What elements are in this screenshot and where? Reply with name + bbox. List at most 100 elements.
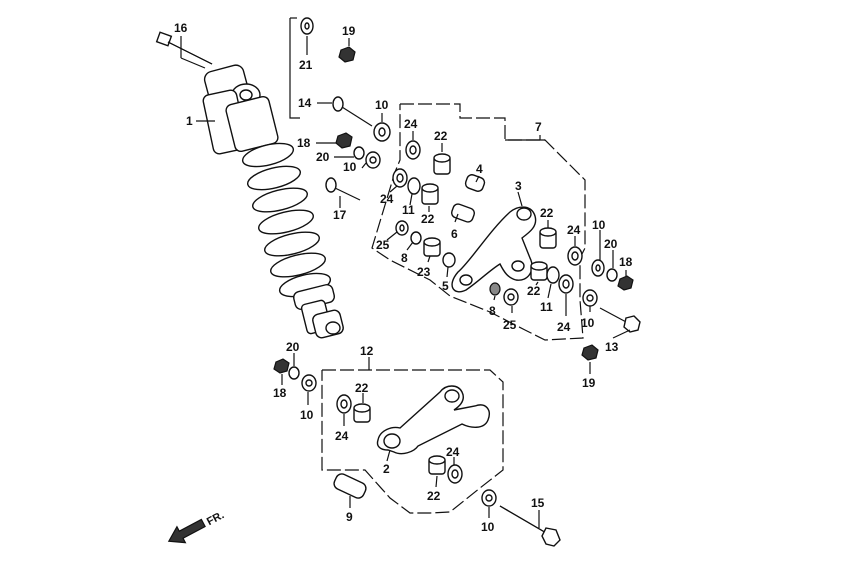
shock-top-mount xyxy=(202,64,279,155)
washer-10-lower-left xyxy=(301,374,317,392)
callout-24: 24 xyxy=(567,223,581,237)
seal-20-upper xyxy=(353,146,365,160)
callout-8: 8 xyxy=(401,251,408,265)
callout-18: 18 xyxy=(273,386,287,400)
assembly-12-outline xyxy=(321,369,504,514)
nut-5 xyxy=(442,252,456,268)
washer-10-mid xyxy=(365,151,381,169)
callout-22: 22 xyxy=(434,129,448,143)
callout-1: 1 xyxy=(186,114,193,128)
nut-19-top xyxy=(338,46,356,63)
pivot-pin-4 xyxy=(464,174,486,192)
callout-17: 17 xyxy=(333,208,347,222)
front-label: FR. xyxy=(205,509,226,528)
bolt-17 xyxy=(325,177,361,201)
collar-6 xyxy=(450,203,476,223)
bolt-14 xyxy=(332,96,373,127)
washer-10-upper xyxy=(373,122,391,142)
seal-20-lower xyxy=(288,366,300,380)
assembly-7-outline xyxy=(371,103,586,341)
callout-20: 20 xyxy=(286,340,300,354)
callout-21: 21 xyxy=(299,58,313,72)
seal-8-b xyxy=(489,282,501,296)
bearing-24-a xyxy=(405,140,421,160)
callout-14: 14 xyxy=(298,96,312,110)
bearing-24-d xyxy=(558,274,574,294)
callout-10: 10 xyxy=(375,98,389,112)
callout-3: 3 xyxy=(515,179,522,193)
callout-7: 7 xyxy=(535,120,542,134)
callout-20: 20 xyxy=(604,237,618,251)
callout-22: 22 xyxy=(527,284,541,298)
bearing-24-b xyxy=(392,168,408,188)
callout-24: 24 xyxy=(404,117,418,131)
seal-11-b xyxy=(546,266,560,284)
callout-11: 11 xyxy=(402,203,415,217)
callout-23: 23 xyxy=(417,265,431,279)
callout-25: 25 xyxy=(376,238,390,252)
callout-10: 10 xyxy=(300,408,314,422)
collar-22-a xyxy=(433,153,451,175)
pin-9 xyxy=(333,473,367,499)
seal-11-a xyxy=(407,177,421,195)
callout-22: 22 xyxy=(355,381,369,395)
washer-10-bottom xyxy=(481,489,497,507)
collar-18-right xyxy=(617,275,634,291)
callout-10: 10 xyxy=(481,520,495,534)
washer-10-right xyxy=(591,259,605,277)
callout-24: 24 xyxy=(335,429,349,443)
callout-22: 22 xyxy=(421,212,435,226)
callout-24: 24 xyxy=(380,192,394,206)
callout-18: 18 xyxy=(619,255,633,269)
front-direction-arrow: FR. xyxy=(167,509,226,544)
collar-22-f xyxy=(428,455,446,475)
callout-10: 10 xyxy=(581,316,595,330)
collar-22-e xyxy=(353,403,371,423)
seal-8-a xyxy=(410,231,422,245)
callout-4: 4 xyxy=(476,162,483,176)
shock-lower-mount xyxy=(292,284,344,339)
nut-19-lower xyxy=(581,344,599,361)
shock-absorber xyxy=(155,31,344,339)
callout-5: 5 xyxy=(442,279,449,293)
seal-20-right xyxy=(606,268,618,282)
callout-24: 24 xyxy=(557,320,571,334)
washer-25-b xyxy=(503,288,519,306)
collar-18-lower xyxy=(273,358,290,374)
callout-numbers: 16 1 21 19 14 10 18 20 10 17 24 22 4 7 2… xyxy=(174,21,633,534)
collar-22-b xyxy=(421,183,439,205)
callout-22: 22 xyxy=(427,489,441,503)
callout-24: 24 xyxy=(446,445,460,459)
callout-15: 15 xyxy=(531,496,545,510)
collar-22-d xyxy=(530,261,548,281)
washer-25-a xyxy=(395,220,409,236)
bolt-15 xyxy=(499,505,561,547)
collar-23 xyxy=(423,237,441,257)
callout-10: 10 xyxy=(592,218,606,232)
callout-8: 8 xyxy=(489,304,496,318)
callout-10: 10 xyxy=(343,160,357,174)
bearing-24-e xyxy=(336,394,352,414)
callout-13: 13 xyxy=(605,340,619,354)
leader-lines xyxy=(180,17,631,528)
callout-25: 25 xyxy=(503,318,517,332)
callout-9: 9 xyxy=(346,510,353,524)
callout-2: 2 xyxy=(383,462,390,476)
callout-19: 19 xyxy=(582,376,596,390)
washer-10-lower-right xyxy=(582,289,598,307)
callout-12: 12 xyxy=(360,344,374,358)
callout-6: 6 xyxy=(451,227,458,241)
callout-22: 22 xyxy=(540,206,554,220)
collar-22-c xyxy=(539,227,557,249)
connecting-rod-2 xyxy=(376,385,490,455)
callout-19: 19 xyxy=(342,24,356,38)
washer-21 xyxy=(300,17,314,35)
callout-20: 20 xyxy=(316,150,330,164)
collar-18-upper xyxy=(335,132,353,149)
bolt-13 xyxy=(599,307,641,333)
callout-16: 16 xyxy=(174,21,188,35)
bearing-24-f xyxy=(447,464,463,484)
callout-11: 11 xyxy=(540,300,553,314)
